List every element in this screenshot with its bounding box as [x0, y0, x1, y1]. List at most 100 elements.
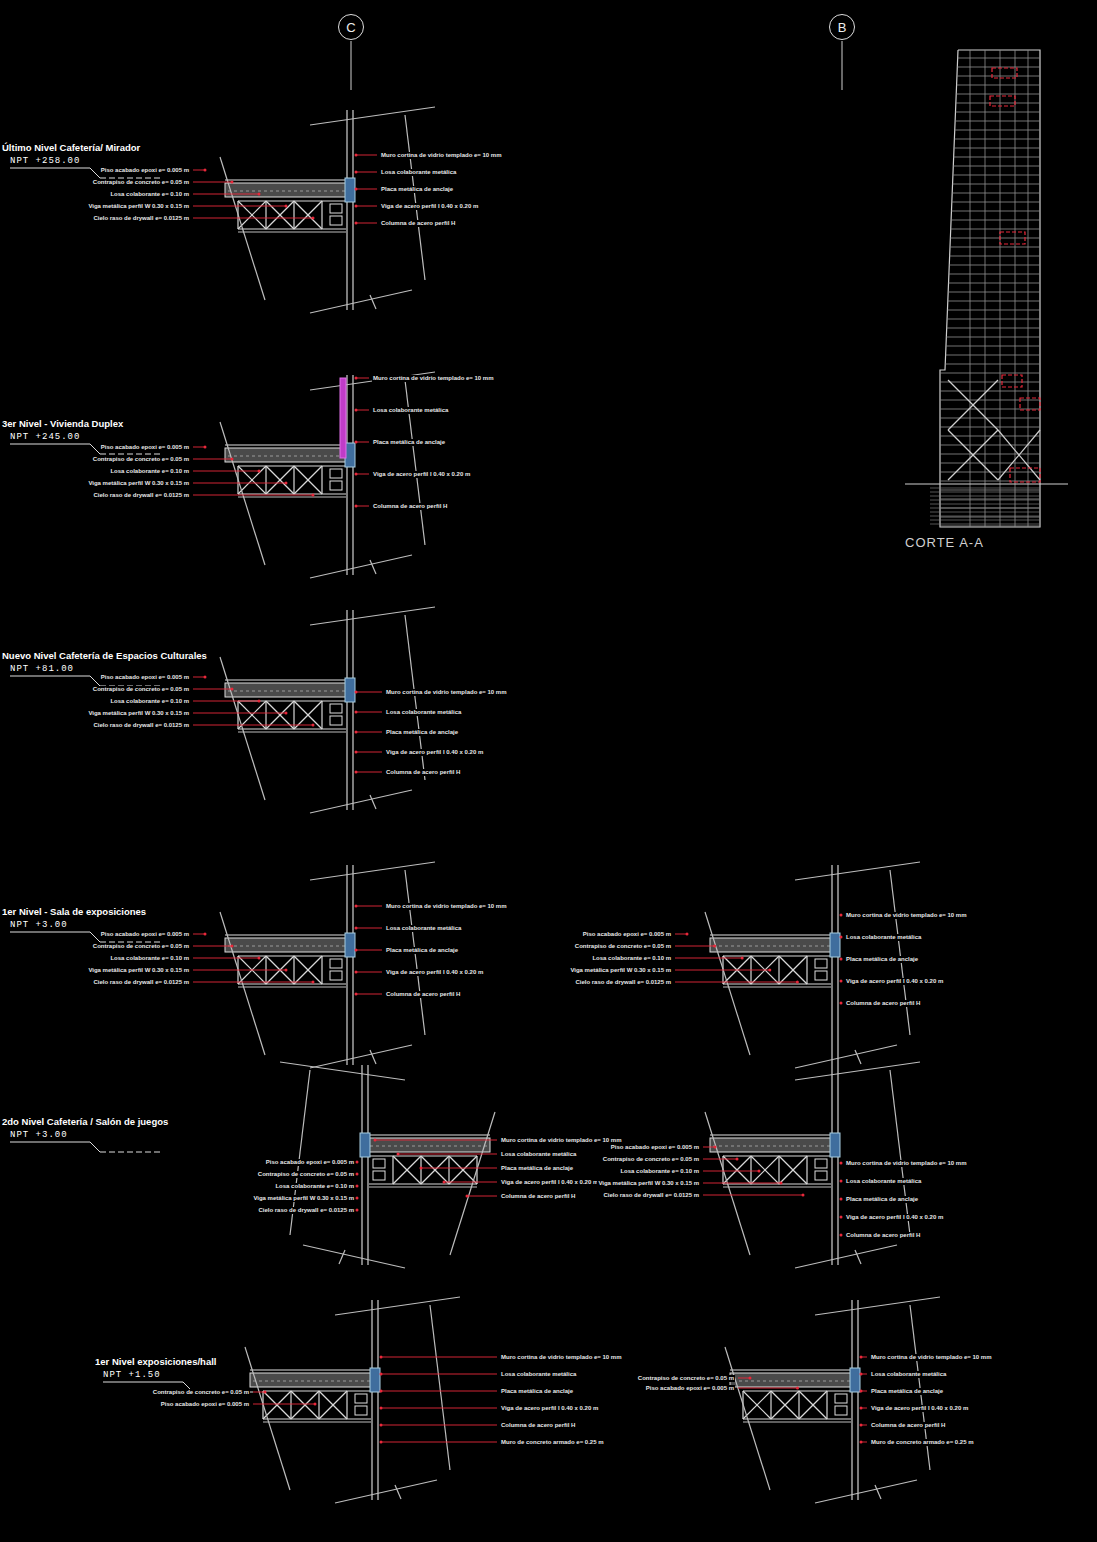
leader-dot [355, 949, 358, 952]
mullion [1000, 50, 1001, 527]
truss-diagonal [319, 1391, 347, 1419]
truss-chord [238, 200, 346, 201]
callout-label: Placa metálica de anclaje [385, 729, 459, 736]
leader-dot [356, 1173, 359, 1176]
leader-line [381, 1425, 497, 1426]
leader-dot [312, 217, 315, 220]
bolt-plate [330, 704, 342, 713]
leader-dot [466, 1195, 469, 1198]
callout-label: Cielo raso de drywall e= 0.0125 m [92, 215, 190, 222]
truss-post [321, 466, 322, 494]
leader-line [193, 958, 259, 959]
truss-post [778, 1156, 779, 1184]
concrete-slab [710, 938, 835, 952]
truss-diagonal [751, 1156, 779, 1184]
break-mark [855, 1050, 861, 1064]
callout-label: Piso acabado epoxi e= 0.005 m [100, 674, 190, 681]
callout-label: Contrapiso de concreto e= 0.05 m [257, 1171, 355, 1178]
truss-chord [723, 955, 831, 956]
leader-line [703, 1147, 715, 1148]
leader-dot [380, 1356, 383, 1359]
callout-label: Placa metálica de anclaje [870, 1388, 944, 1395]
grid-letter: B [838, 20, 847, 35]
floor-line [951, 229, 1040, 230]
floor-line [940, 490, 1040, 491]
leader-dot [713, 945, 716, 948]
truss-chord [369, 1183, 477, 1184]
callout-label: Columna de acero perfil H [500, 1193, 576, 1200]
leader-dot [758, 1170, 761, 1173]
steel-node [850, 1368, 860, 1392]
facade-line [220, 422, 265, 565]
callout-label: Viga de acero perfil I 0.40 x 0.20 m [845, 978, 944, 985]
leader-dot [231, 458, 234, 461]
level-title: Nuevo Nivel Cafetería de Espacios Cultur… [2, 650, 207, 661]
break-mark [395, 1485, 401, 1499]
leader-dot [749, 1377, 752, 1380]
callout-label: Losa colaborante metálica [385, 925, 462, 932]
glass-line [405, 380, 425, 545]
break-mark [339, 1250, 345, 1264]
callout-label: Piso acabado epoxi e= 0.005 m [100, 444, 190, 451]
truss-diagonal [291, 1391, 319, 1419]
break-line [795, 1045, 897, 1068]
truss-diagonal [723, 1156, 751, 1184]
callout-label: Columna de acero perfil H [870, 1422, 946, 1429]
concrete-slab [225, 938, 350, 952]
leader-dot [860, 1407, 863, 1410]
truss-chord [723, 983, 831, 984]
leader-line [193, 459, 232, 460]
leader-dot [285, 205, 288, 208]
elevation-line [90, 932, 100, 942]
concrete-slab [225, 448, 350, 462]
basement-line [930, 520, 1040, 521]
truss-diagonal [263, 1391, 291, 1419]
leader-line [356, 442, 369, 443]
leader-dot [258, 957, 261, 960]
callout-label: Piso acabado epoxi e= 0.005 m [100, 167, 190, 174]
level-title: 2do Nivel Cafetería / Salón de juegos [2, 1116, 168, 1127]
steel-column [346, 865, 347, 1065]
break-mark [370, 795, 376, 809]
floor-line [945, 364, 1040, 365]
callout-label: Cielo raso de drywall e= 0.0125 m [92, 492, 190, 499]
elevation-line [90, 676, 100, 686]
bracing [948, 430, 998, 480]
elevation-line [10, 676, 90, 677]
truss-chord [369, 1155, 477, 1156]
truss-diagonal [779, 1156, 807, 1184]
leader-line [356, 950, 382, 951]
floor-line [940, 400, 1040, 401]
callout-label: Viga de acero perfil I 0.40 x 0.20 m [500, 1405, 599, 1412]
bolt-plate [330, 971, 342, 980]
truss-chord [238, 983, 346, 984]
detail-marker [990, 96, 1015, 106]
leader-line [356, 172, 377, 173]
truss-diagonal [743, 1391, 771, 1419]
elevation-line [90, 1142, 100, 1152]
floor-line [940, 481, 1040, 482]
leader-line [675, 946, 715, 947]
leader-line [675, 934, 687, 935]
bolt-plate [835, 1406, 847, 1415]
leader-dot [380, 1390, 383, 1393]
bolt-plate [815, 959, 827, 968]
leader-dot [356, 1197, 359, 1200]
truss-diagonal [294, 466, 322, 494]
callout-label: Placa metálica de anclaje [500, 1165, 574, 1172]
floor-line [950, 238, 1040, 239]
truss-diagonal [771, 1391, 799, 1419]
bolt-plate [815, 1171, 827, 1180]
callout-label: Piso acabado epoxi e= 0.005 m [265, 1159, 355, 1166]
truss-diagonal [421, 1156, 449, 1184]
leader-line [703, 1195, 803, 1196]
mullion [985, 50, 986, 527]
leader-line [356, 972, 382, 973]
leader-dot [312, 724, 315, 727]
bolt-plate [355, 1406, 367, 1415]
callout-label: Viga metálica perfil W 0.30 x 0.15 m [87, 203, 190, 210]
leader-line [193, 701, 259, 702]
truss-post [778, 956, 779, 984]
leader-dot [355, 377, 358, 380]
